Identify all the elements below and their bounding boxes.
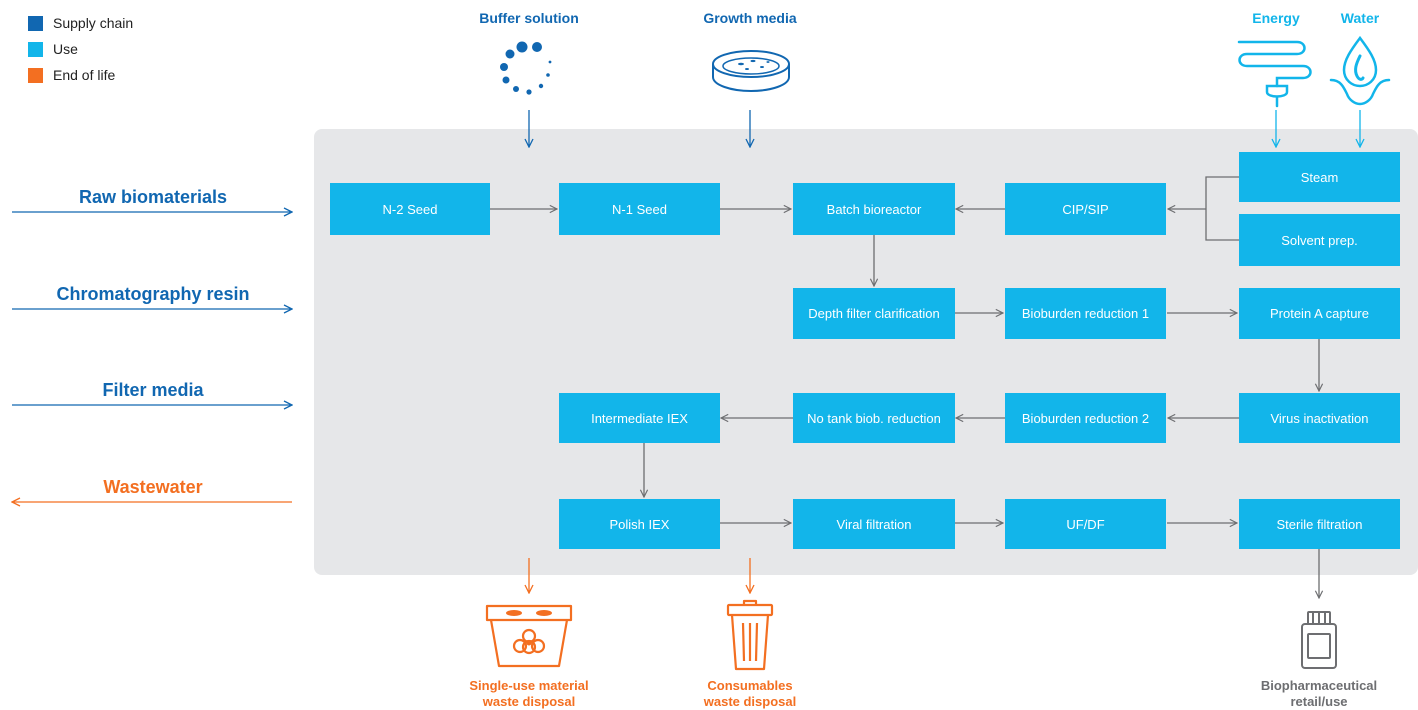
top-input-growth-media: Growth media [703,10,797,26]
output-single-use-waste: Single-use material waste disposal [429,678,629,710]
step-no-tank-biob-reduction: No tank biob. reduction [793,393,955,443]
legend-label: End of life [53,67,116,83]
legend-label: Supply chain [53,15,134,31]
output-consumables-waste: Consumables waste disposal [660,678,840,710]
biohazard-bin-icon [485,604,573,668]
legend-label: Use [53,41,78,57]
dots-circle-icon [500,41,552,95]
step-bioburden-reduction-2: Bioburden reduction 2 [1005,393,1166,443]
energy-plug-icon [1237,40,1312,108]
step-cip-sip: CIP/SIP [1005,183,1166,235]
legend-swatch [28,41,43,57]
step-bioburden-reduction-1: Bioburden reduction 1 [1005,288,1166,339]
output-label-line: waste disposal [703,694,797,709]
step-n1-seed: N-1 Seed [559,183,720,235]
input-raw-biomaterials: Raw biomaterials [78,187,228,207]
step-intermediate-iex: Intermediate IEX [559,393,720,443]
water-drop-icon [1329,35,1391,106]
step-protein-a-capture: Protein A capture [1239,288,1400,339]
output-label-line: waste disposal [482,694,576,709]
output-label-line: retail/use [1290,694,1348,709]
step-polish-iex: Polish IEX [559,499,720,549]
output-label-line: Single-use material [469,678,589,693]
legend-supply-chain: Supply chain [28,15,133,31]
output-label-line: Biopharmaceutical [1260,678,1378,693]
step-steam: Steam [1239,152,1400,202]
legend-use: Use [28,41,78,57]
trash-can-icon [726,599,774,671]
step-sterile-filtration: Sterile filtration [1239,499,1400,549]
legend-swatch [28,15,43,31]
top-input-buffer-solution: Buffer solution [479,10,579,26]
step-uf-df: UF/DF [1005,499,1166,549]
vial-icon [1301,611,1337,669]
petri-dish-icon [712,50,790,93]
input-filter-media: Filter media [102,380,204,400]
input-chromatography-resin: Chromatography resin [56,284,250,304]
step-virus-inactivation: Virus inactivation [1239,393,1400,443]
top-input-water: Water [1340,10,1380,26]
step-batch-bioreactor: Batch bioreactor [793,183,955,235]
step-depth-filter-clarification: Depth filter clarification [793,288,955,339]
output-biopharmaceutical: Biopharmaceutical retail/use [1229,678,1409,710]
output-wastewater: Wastewater [103,477,203,497]
output-label-line: Consumables [707,678,793,693]
legend-swatch [28,67,43,83]
top-input-energy: Energy [1252,10,1300,26]
legend-end-of-life: End of life [28,67,115,83]
step-n2-seed: N-2 Seed [330,183,490,235]
step-viral-filtration: Viral filtration [793,499,955,549]
bracket-steam-solvent [1205,176,1239,241]
step-solvent-prep: Solvent prep. [1239,214,1400,266]
